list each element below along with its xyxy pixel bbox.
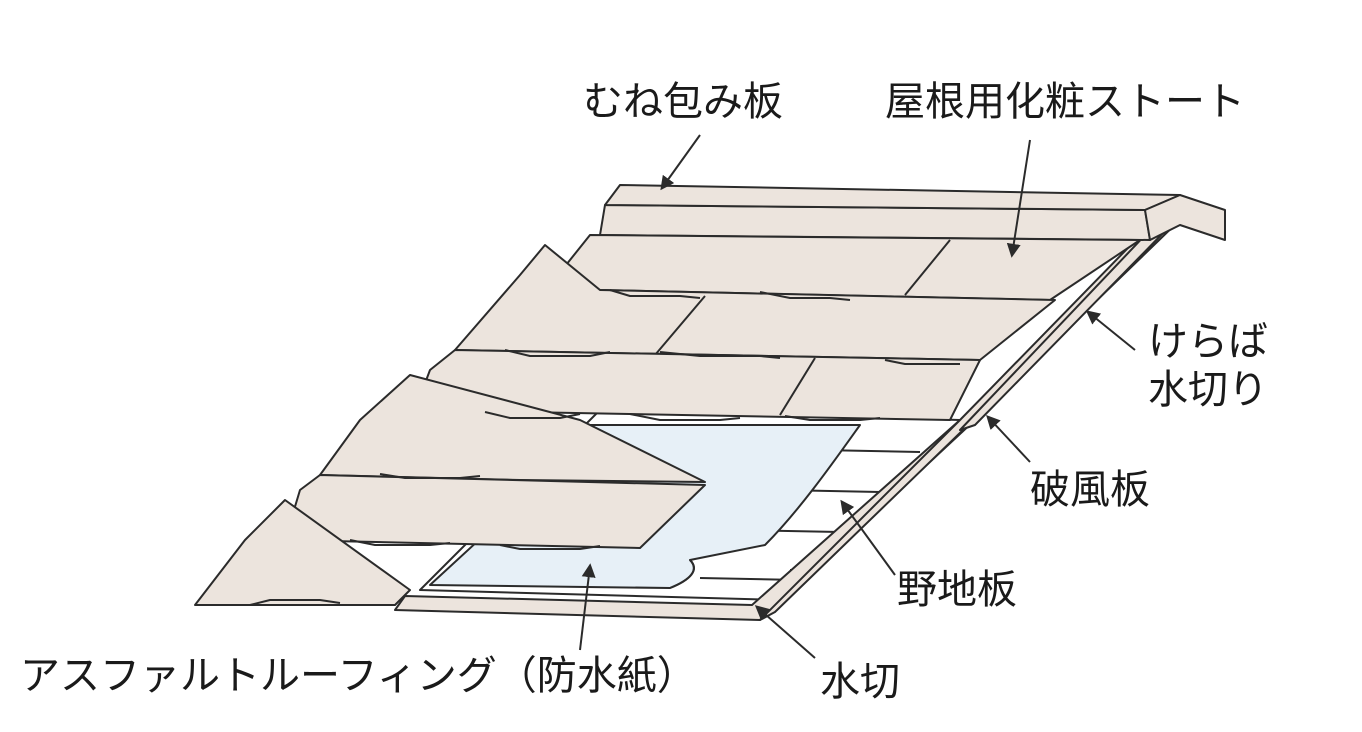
- label-keraba-flashing: けらば 水切り: [1148, 318, 1268, 414]
- slate-shingles: [194, 234, 1141, 606]
- arrow-bargeboard: [986, 414, 1031, 463]
- label-slate: 屋根用化粧ストート: [885, 79, 1245, 125]
- barge-board: [759, 209, 1186, 621]
- label-ridge-cover: むね包み板: [583, 79, 783, 125]
- arrow-keraba: [1085, 310, 1136, 351]
- arrow-underlayment: [579, 563, 596, 651]
- arrow-ridge-cover: [660, 134, 701, 191]
- arrow-sheathing: [840, 499, 896, 576]
- label-sheathing: 野地板: [897, 567, 1017, 613]
- label-underlayment: アスファルトルーフィング（防水紙）: [20, 653, 697, 699]
- label-drip-edge: 水切: [820, 659, 900, 705]
- ridge-cover: [599, 184, 1226, 241]
- arrow-drip-edge: [754, 605, 816, 659]
- label-keraba-line1: けらば: [1148, 319, 1268, 365]
- label-bargeboard: 破風板: [1030, 467, 1150, 513]
- arrow-slate: [1006, 139, 1031, 258]
- label-keraba-line2: 水切り: [1148, 367, 1268, 413]
